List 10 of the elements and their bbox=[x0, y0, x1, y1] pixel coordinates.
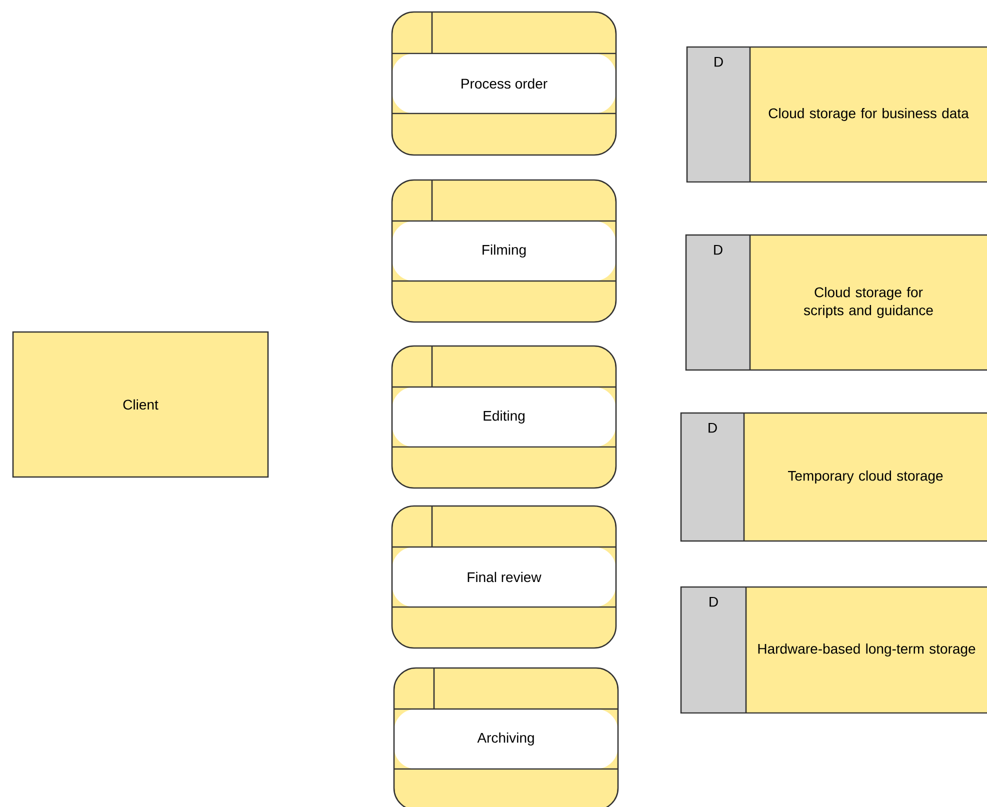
data-store: D Temporary cloud storage bbox=[680, 412, 987, 542]
process-box: Final review bbox=[391, 505, 617, 649]
data-store: D Hardware-based long-term storage bbox=[680, 586, 987, 714]
process-box: Process order bbox=[391, 11, 617, 156]
process-box: Archiving bbox=[393, 667, 619, 807]
process-box: Filming bbox=[391, 179, 617, 323]
data-store: D Cloud storage for scripts and guidance bbox=[685, 234, 987, 371]
data-store: D Cloud storage for business data bbox=[686, 46, 987, 183]
process-box: Editing bbox=[391, 345, 617, 489]
entity-box: Client bbox=[12, 331, 269, 478]
